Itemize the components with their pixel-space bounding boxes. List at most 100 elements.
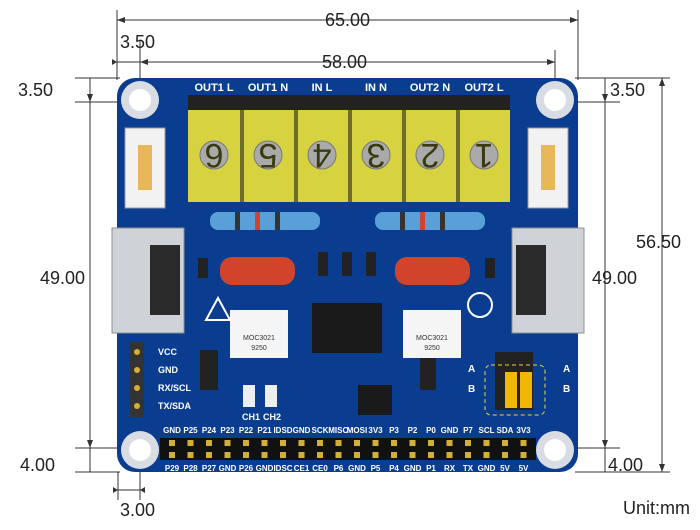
channel-label-ch1: CH1 (242, 412, 260, 422)
terminal-label-6: OUT2 L (464, 82, 503, 94)
gpio-label-bottom: P27 (202, 464, 217, 473)
gpio-label-top: P3 (389, 426, 399, 435)
gpio-label-bottom: GND (348, 464, 366, 473)
gpio-pin (520, 452, 527, 458)
jumper-label-a-right: A (563, 364, 570, 375)
terminal-number-2: 5 (259, 136, 278, 174)
gpio-label-top: GND (293, 426, 311, 435)
dim-hole-spacing-x: 58.00 (322, 52, 368, 72)
gpio-pin (317, 452, 323, 458)
gpio-pin (187, 452, 194, 458)
dim-hole-offset-bottom-x: 3.00 (120, 500, 156, 520)
dimension-arrows (87, 17, 665, 493)
dim-hole-offset-bottom-left: 4.00 (20, 455, 56, 475)
gpio-label-top: P23 (220, 426, 235, 435)
gpio-pin (169, 452, 175, 458)
jumper-labels: A B A B (468, 364, 570, 395)
gpio-label-top: SCK (312, 426, 329, 435)
terminal-label-2: OUT1 N (248, 82, 288, 94)
gpio-pin (335, 440, 342, 446)
gpio-label-top: SCL (479, 426, 495, 435)
optocoupler-left (230, 310, 288, 358)
gpio-pin (409, 452, 416, 458)
gpio-pins (169, 440, 527, 458)
optocoupler-left-code: 9250 (251, 345, 267, 352)
gpio-label-bottom: TX (463, 464, 474, 473)
gpio-pin (206, 440, 212, 446)
dim-hole-offset-top-left: 3.50 (18, 80, 54, 100)
gpio-label-top: P22 (239, 426, 254, 435)
serial-label-rx: RX/SCL (158, 383, 192, 393)
gpio-pin (280, 440, 286, 446)
gpio-pin (224, 452, 231, 458)
high-voltage-warning-icon (204, 295, 232, 321)
gpio-pin (391, 440, 397, 446)
gpio-pin (446, 440, 453, 446)
gpio-label-top: P2 (408, 426, 418, 435)
gpio-pin (409, 440, 416, 446)
serial-label-tx: TX/SDA (158, 401, 192, 411)
dim-overall-height: 56.50 (636, 232, 682, 252)
optocoupler-right-code: 9250 (424, 345, 440, 352)
optocoupler-right (403, 310, 461, 358)
gpio-pin (169, 440, 175, 446)
gpio-label-bottom: P29 (165, 464, 180, 473)
serial-labels: VCC GND RX/SCL TX/SDA (158, 347, 192, 411)
capacitor-left (220, 257, 295, 285)
fuse-left (124, 127, 166, 209)
jumper-label-a-left: A (468, 364, 475, 375)
gpio-label-bottom: P28 (183, 464, 198, 473)
gpio-label-top: SDA (497, 426, 514, 435)
gpio-pin (465, 452, 471, 458)
gpio-pin (483, 452, 490, 458)
dimension-lines (75, 10, 670, 500)
gpio-pin (261, 440, 268, 446)
dim-overall-width: 65.00 (325, 10, 371, 30)
mounting-holes (121, 81, 574, 469)
terminal-number-1: 6 (205, 136, 224, 174)
terminal-screws (199, 140, 499, 170)
gpio-header (160, 438, 536, 460)
gpio-pin (280, 452, 286, 458)
unit-label: Unit:mm (623, 498, 690, 518)
gpio-label-top: MOSI (347, 426, 367, 435)
terminal-number-5: 2 (421, 136, 440, 174)
gpio-pin (354, 452, 360, 458)
gpio-pin (354, 440, 360, 446)
terminal-label-5: OUT2 N (410, 82, 450, 94)
channel-label-ch2: CH2 (263, 412, 281, 422)
gpio-label-top: MISO (328, 426, 348, 435)
gpio-pin (335, 452, 342, 458)
gpio-label-top: 3V3 (368, 426, 383, 435)
gpio-label-top: P25 (183, 426, 198, 435)
gpio-label-top: P24 (202, 426, 217, 435)
optocoupler-left-label: MOC3021 (243, 335, 275, 342)
led-ch1 (243, 385, 255, 407)
dim-hole-spacing-y-right: 49.00 (592, 268, 638, 288)
terminal-label-3: IN L (312, 82, 333, 94)
resistor-left (210, 212, 320, 230)
gpio-pin (298, 452, 305, 458)
gpio-pin (372, 440, 379, 446)
resistor-right (375, 212, 485, 230)
gpio-pin (187, 440, 194, 446)
gpio-label-bottom: P1 (426, 464, 436, 473)
dim-hole-offset-left: 3.50 (120, 32, 156, 52)
jumper-block (484, 352, 546, 416)
gpio-pin (502, 452, 508, 458)
gpio-label-bottom: P4 (389, 464, 399, 473)
gpio-pin (391, 452, 397, 458)
gpio-label-bottom: IDSC (273, 464, 292, 473)
terminal-number-4: 3 (367, 136, 386, 174)
gpio-label-bottom: P26 (239, 464, 254, 473)
gpio-label-top: P21 (257, 426, 272, 435)
gpio-label-bottom: GND (256, 464, 274, 473)
gpio-label-bottom: 5V (519, 464, 529, 473)
gpio-pin (428, 440, 434, 446)
gpio-pin (372, 452, 379, 458)
terminal-label-1: OUT1 L (194, 82, 233, 94)
terminal-number-6: 1 (475, 136, 494, 174)
